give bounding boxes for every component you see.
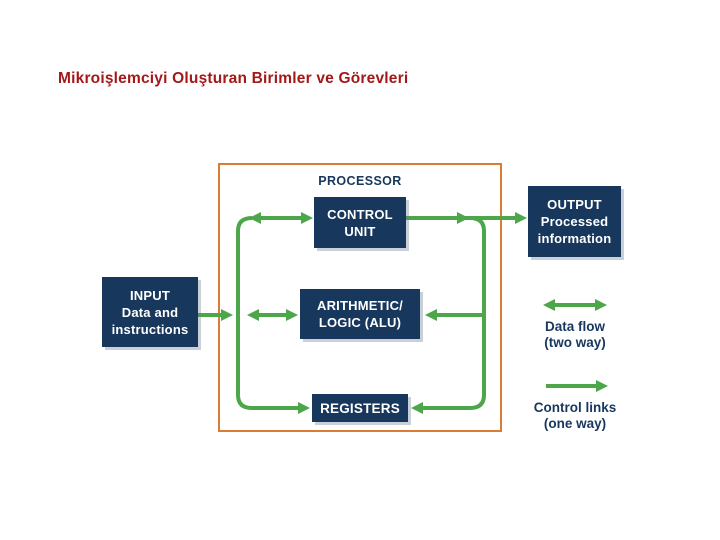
control-to-output-head (515, 212, 527, 224)
control-unit-line1: CONTROL (327, 206, 393, 222)
legend-control-links-line2: (one way) (543, 416, 607, 431)
alu-line2: LOGIC (ALU) (318, 315, 402, 330)
legend-data-flow-label: Data flow (two way) (515, 319, 635, 351)
processor-boundary-frame (218, 163, 502, 432)
registers-box: REGISTERS (312, 394, 408, 422)
control-unit-box: CONTROL UNIT (314, 197, 406, 248)
output-line1: OUTPUT (547, 197, 602, 212)
processor-label: PROCESSOR (318, 174, 402, 188)
slide-title: Mikroişlemciyi Oluşturan Birimler ve Gör… (58, 70, 409, 87)
legend-control-links-line1: Control links (533, 400, 617, 415)
output-line2: Processed (540, 214, 609, 229)
input-line3: instructions (111, 321, 189, 337)
alu-line1: ARITHMETIC/ (317, 298, 403, 313)
input-line2: Data and (121, 304, 179, 320)
alu-box: ARITHMETIC/ LOGIC (ALU) (300, 289, 420, 339)
legend-control-links-label: Control links (one way) (510, 400, 640, 432)
input-line1: INPUT (130, 287, 170, 303)
legend-one-way-head (596, 380, 608, 392)
legend-two-way-left-head (543, 299, 555, 311)
registers-line1: REGISTERS (320, 400, 400, 416)
output-box: OUTPUT Processed information (528, 186, 621, 257)
control-unit-line2: UNIT (344, 223, 376, 239)
legend-data-flow-line1: Data flow (544, 319, 605, 334)
output-line3: information (537, 231, 612, 246)
input-box: INPUT Data and instructions (102, 277, 198, 347)
legend-two-way-right-head (595, 299, 607, 311)
legend-data-flow-line2: (two way) (544, 335, 606, 350)
